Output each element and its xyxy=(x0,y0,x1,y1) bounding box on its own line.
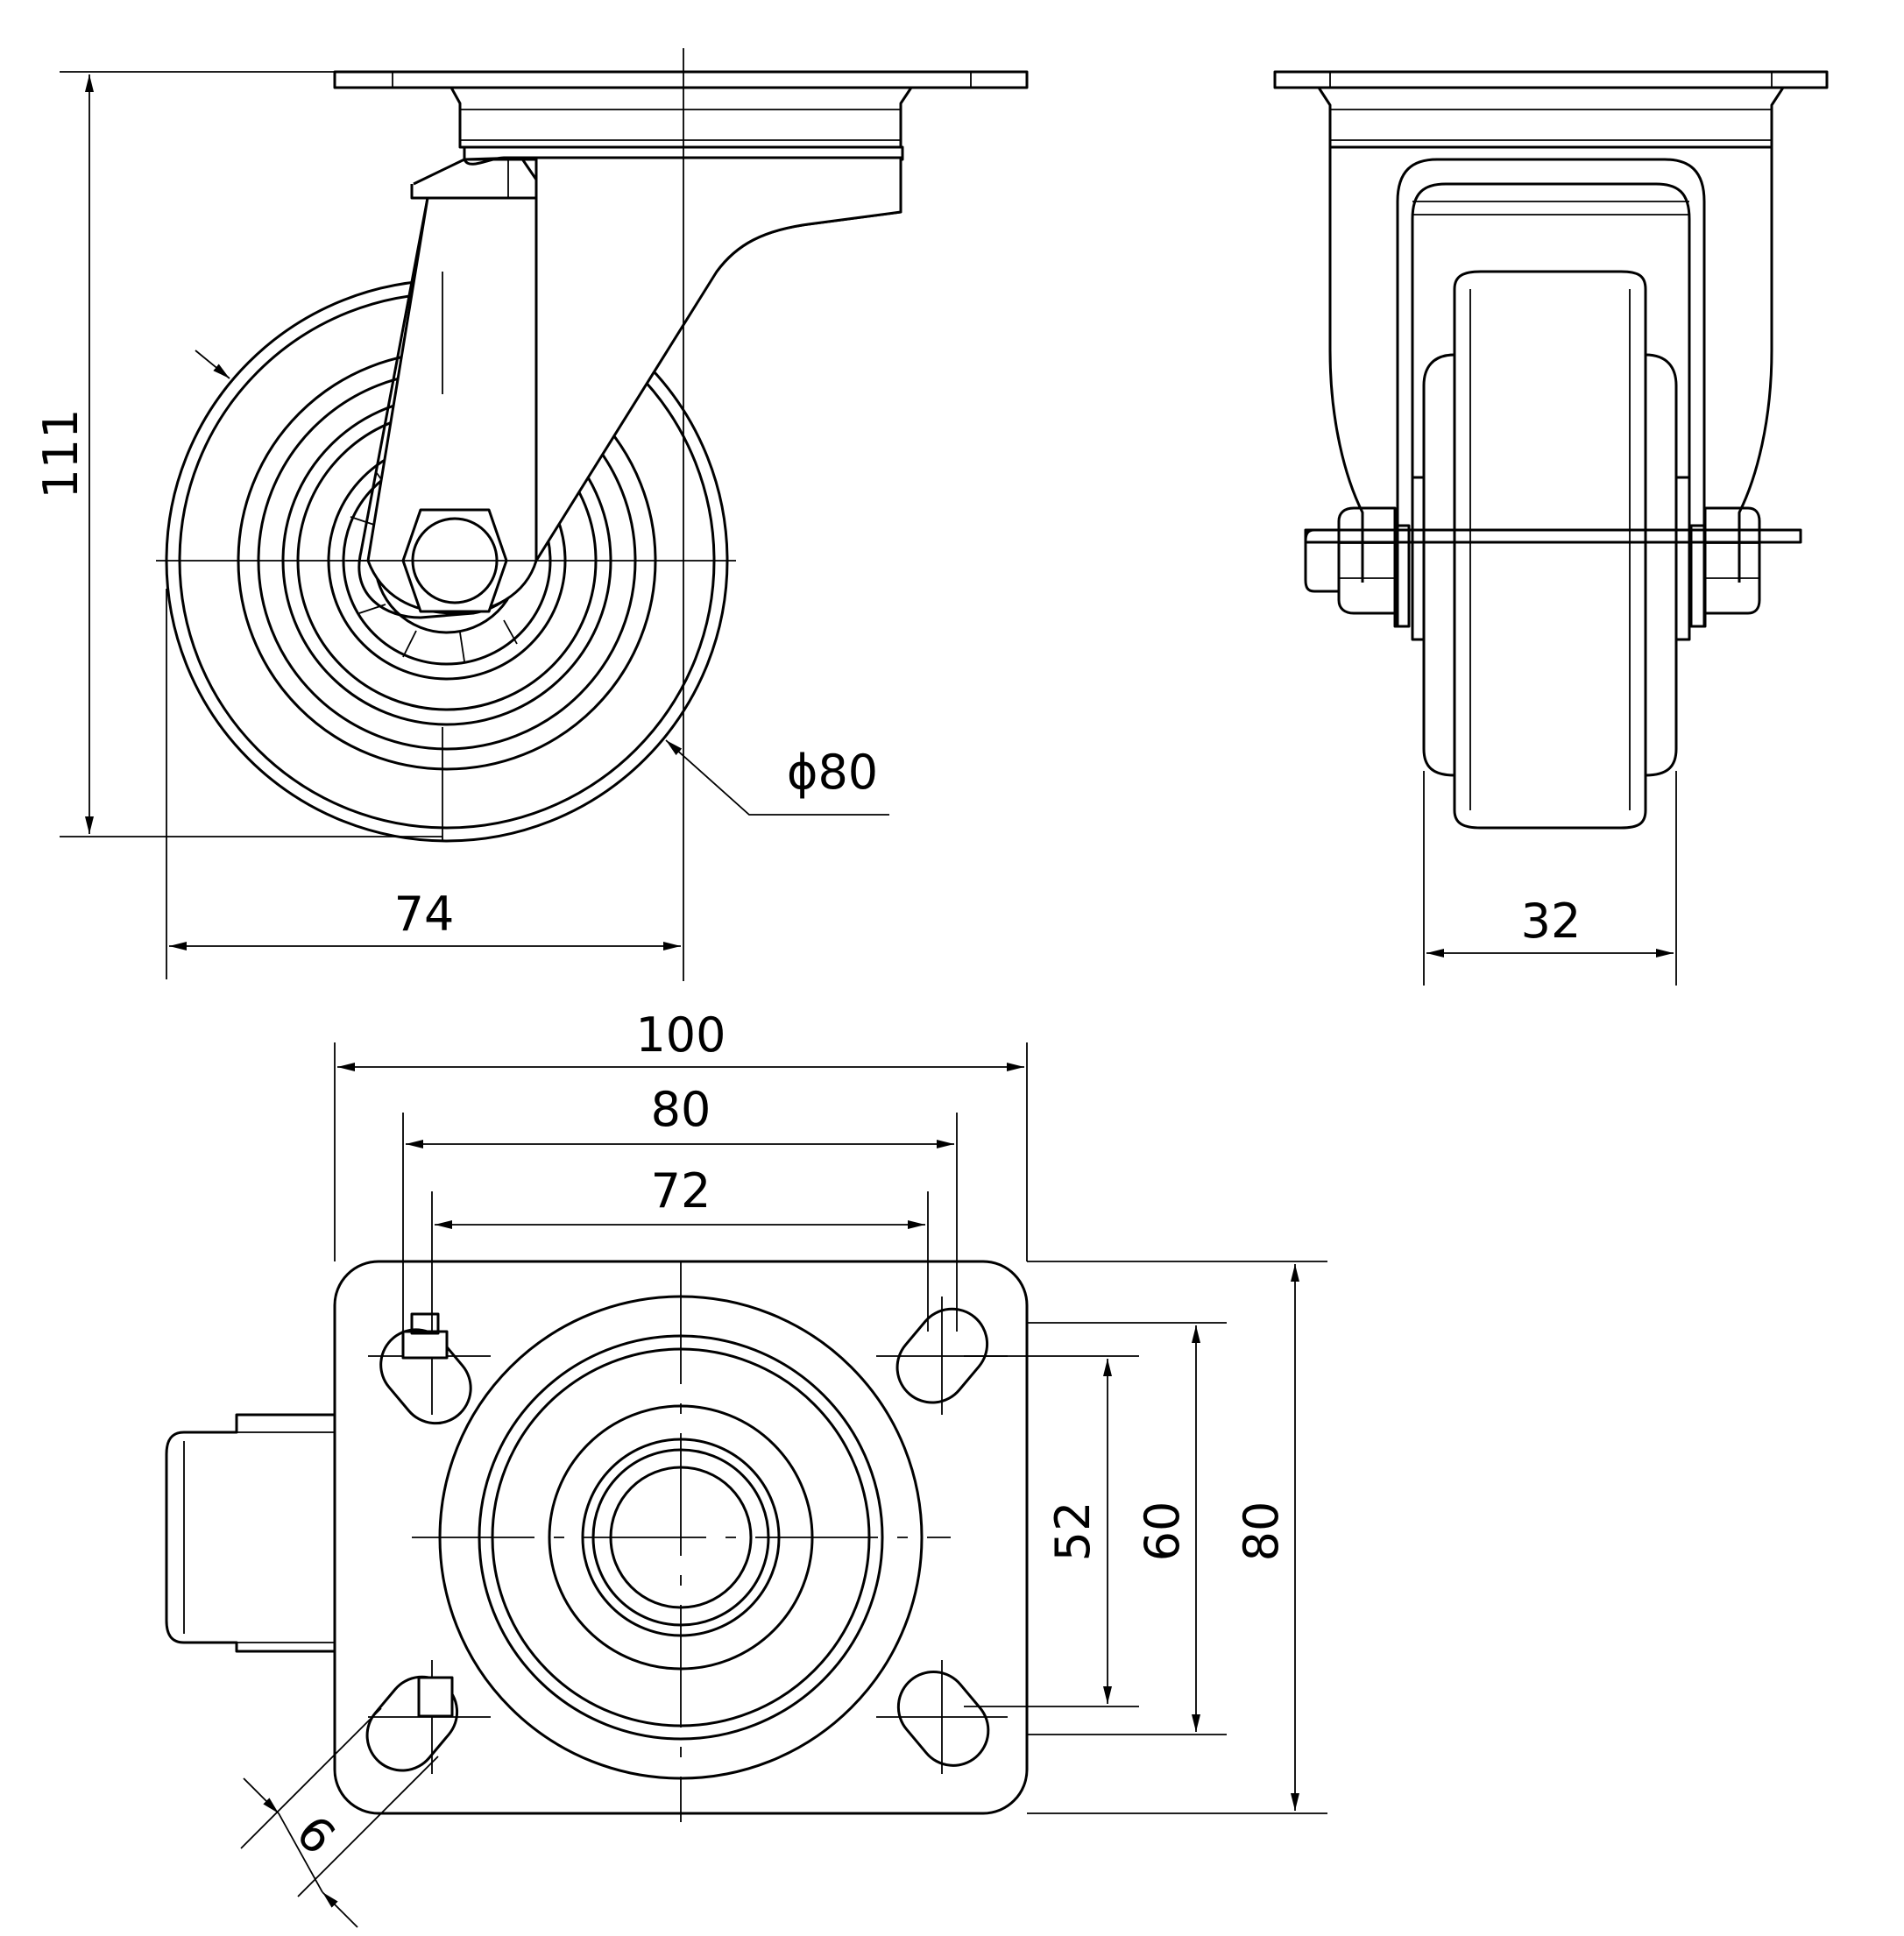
dim-plate-width-80: 80 xyxy=(1234,1501,1289,1562)
dim-hole-spacing-60: 60 xyxy=(1135,1501,1190,1562)
fork-leg-right xyxy=(1738,147,1773,583)
dim-hole-spacing-72: 72 xyxy=(651,1163,711,1219)
swivel-housing xyxy=(449,86,913,149)
mounting-plate-side xyxy=(333,70,1029,89)
dim-hole-spacing-80-x: 80 xyxy=(651,1082,711,1137)
mount-slot-bottom-left xyxy=(365,1660,491,1774)
dim-hole-spacing-52: 52 xyxy=(1045,1501,1101,1562)
side-dimensions xyxy=(60,71,681,979)
front-dimensions xyxy=(1423,771,1677,986)
top-dimensions xyxy=(240,1042,1327,1928)
dim-slot-width-9: 9 xyxy=(287,1804,347,1864)
mount-slot-bottom-right xyxy=(876,1660,1008,1774)
mounting-plate-front xyxy=(1273,70,1829,89)
front-view xyxy=(1273,70,1829,830)
top-view xyxy=(165,1260,1029,1822)
wheel-front xyxy=(1453,270,1647,830)
side-view xyxy=(156,48,1029,981)
fork-leg-left xyxy=(1328,147,1364,583)
dim-height-111: 111 xyxy=(33,408,88,498)
dim-offset-74: 74 xyxy=(394,887,455,942)
dim-wheel-width-32: 32 xyxy=(1521,894,1582,949)
dim-plate-length-100: 100 xyxy=(635,1007,726,1063)
mount-slot-top-left xyxy=(368,1297,491,1425)
dim-wheel-diameter: ϕ80 xyxy=(787,745,878,800)
